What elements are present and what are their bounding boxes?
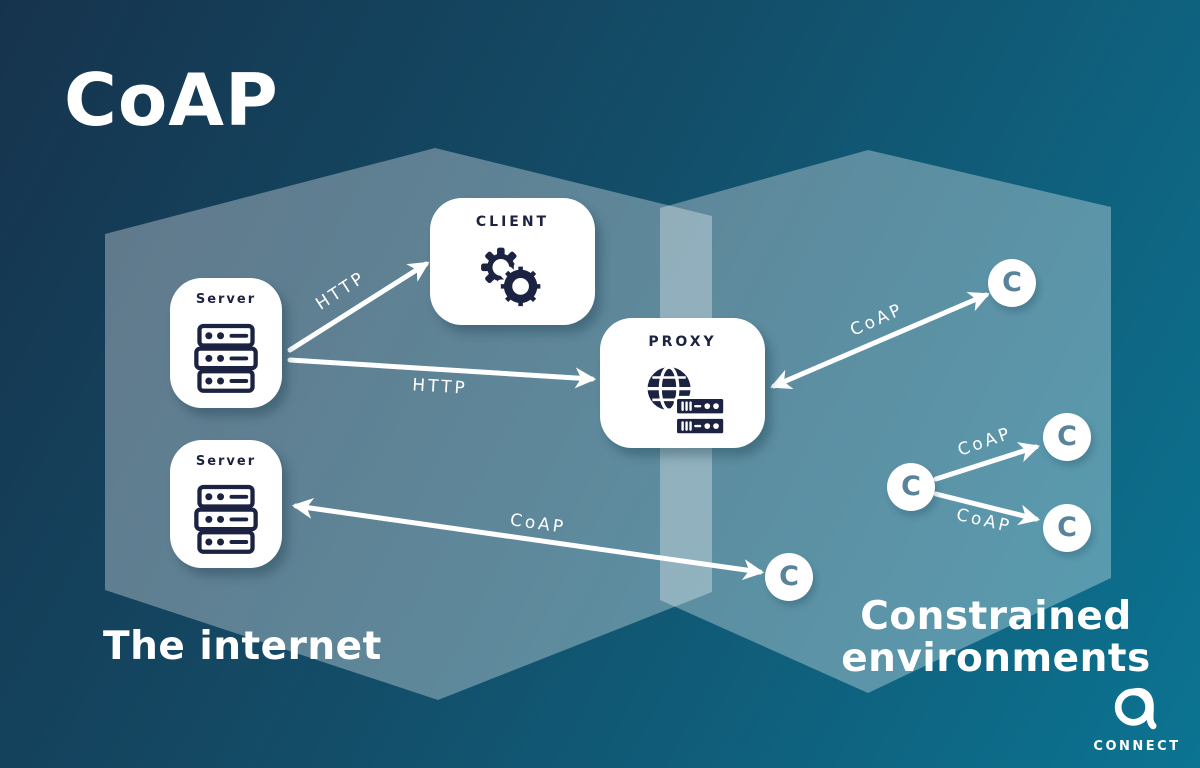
node-client: CLIENT (430, 198, 595, 325)
node-server-bottom: Server (170, 440, 282, 568)
region-label-constrained-line1: Constrained (860, 594, 1132, 639)
region-label-internet: The internet (103, 624, 382, 669)
arrow-hub-device-top (933, 442, 1041, 482)
logo-a-icon (1114, 687, 1157, 730)
device-letter: C (1057, 511, 1077, 543)
coap-device-badge-top: C (988, 259, 1036, 307)
arrow-hub-device-bottom (933, 491, 1041, 526)
coap-device-badge-hub-top: C (1043, 413, 1091, 461)
coap-device-badge-hub: C (887, 463, 935, 511)
gears-icon (430, 230, 595, 325)
device-letter: C (1057, 420, 1077, 452)
node-client-label: CLIENT (475, 214, 550, 230)
server-rack-icon (170, 307, 282, 408)
server-rack-icon (170, 469, 282, 568)
coap-device-badge-bottom: C (765, 553, 813, 601)
region-label-constrained: Constrained environments (836, 594, 1156, 682)
arrow-server-proxy (287, 357, 597, 389)
page-title: CoAP (64, 58, 279, 142)
node-server-bottom-label: Server (195, 454, 257, 469)
edge-label-server-proxy: HTTP (411, 375, 469, 399)
device-letter: C (779, 560, 799, 592)
node-proxy-label: PROXY (648, 334, 717, 350)
arrow-server-client (287, 261, 430, 353)
logo: CONNECT (1090, 682, 1184, 754)
device-letter: C (901, 470, 921, 502)
node-server-top: Server (170, 278, 282, 408)
globe-server-icon (600, 350, 765, 448)
device-letter: C (1002, 266, 1022, 298)
coap-device-badge-hub-bottom: C (1043, 504, 1091, 552)
arrow-server-device (291, 497, 765, 581)
region-label-constrained-line2: environments (841, 636, 1151, 682)
logo-brand-text: CONNECT (1093, 739, 1181, 754)
arrow-proxy-device (770, 291, 990, 390)
node-proxy: PROXY (600, 318, 765, 448)
node-server-top-label: Server (195, 292, 257, 307)
